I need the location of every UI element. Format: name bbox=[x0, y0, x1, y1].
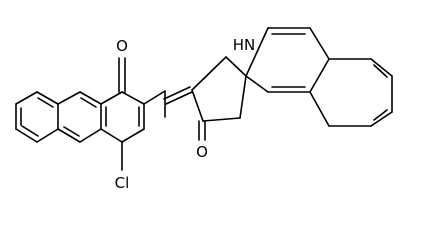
bond bbox=[245, 75, 269, 93]
chemical-structure-diagram: O HN O Cl bbox=[15, 27, 393, 192]
bond bbox=[370, 58, 393, 77]
bond bbox=[36, 128, 59, 143]
double-bond-inner bbox=[63, 126, 80, 137]
bond bbox=[100, 91, 123, 105]
bond-lines bbox=[15, 27, 393, 171]
bond bbox=[79, 128, 102, 143]
bond bbox=[36, 91, 59, 105]
exocyclic-double-bond bbox=[163, 86, 191, 100]
double-bond-inner bbox=[373, 109, 388, 121]
chlorine-label: Cl bbox=[115, 174, 130, 192]
bond bbox=[121, 128, 145, 143]
bond bbox=[15, 128, 38, 143]
bond bbox=[225, 56, 247, 77]
bond bbox=[239, 75, 247, 119]
bond bbox=[15, 91, 38, 105]
bond bbox=[202, 117, 241, 122]
oxygen-label-right: O bbox=[196, 143, 208, 161]
bond bbox=[121, 91, 145, 105]
double-bond-inner bbox=[37, 97, 54, 108]
exocyclic-double-bond bbox=[165, 91, 193, 105]
oxygen-label-top: O bbox=[116, 37, 128, 55]
bond bbox=[309, 58, 330, 93]
bond bbox=[309, 91, 330, 127]
bond bbox=[309, 27, 330, 60]
nitrogen-label: HN bbox=[233, 36, 256, 54]
double-bond-inner bbox=[373, 64, 388, 78]
bond bbox=[57, 128, 81, 143]
bond bbox=[245, 27, 269, 77]
bond bbox=[100, 128, 123, 143]
double-bond-inner bbox=[80, 97, 97, 108]
bond bbox=[191, 56, 227, 91]
atom-labels: O HN O Cl bbox=[115, 36, 256, 192]
bond bbox=[57, 91, 81, 105]
bond bbox=[143, 90, 166, 105]
double-bond-inner bbox=[21, 125, 39, 137]
bond bbox=[370, 111, 393, 127]
bond bbox=[79, 91, 102, 105]
bond bbox=[191, 89, 204, 122]
